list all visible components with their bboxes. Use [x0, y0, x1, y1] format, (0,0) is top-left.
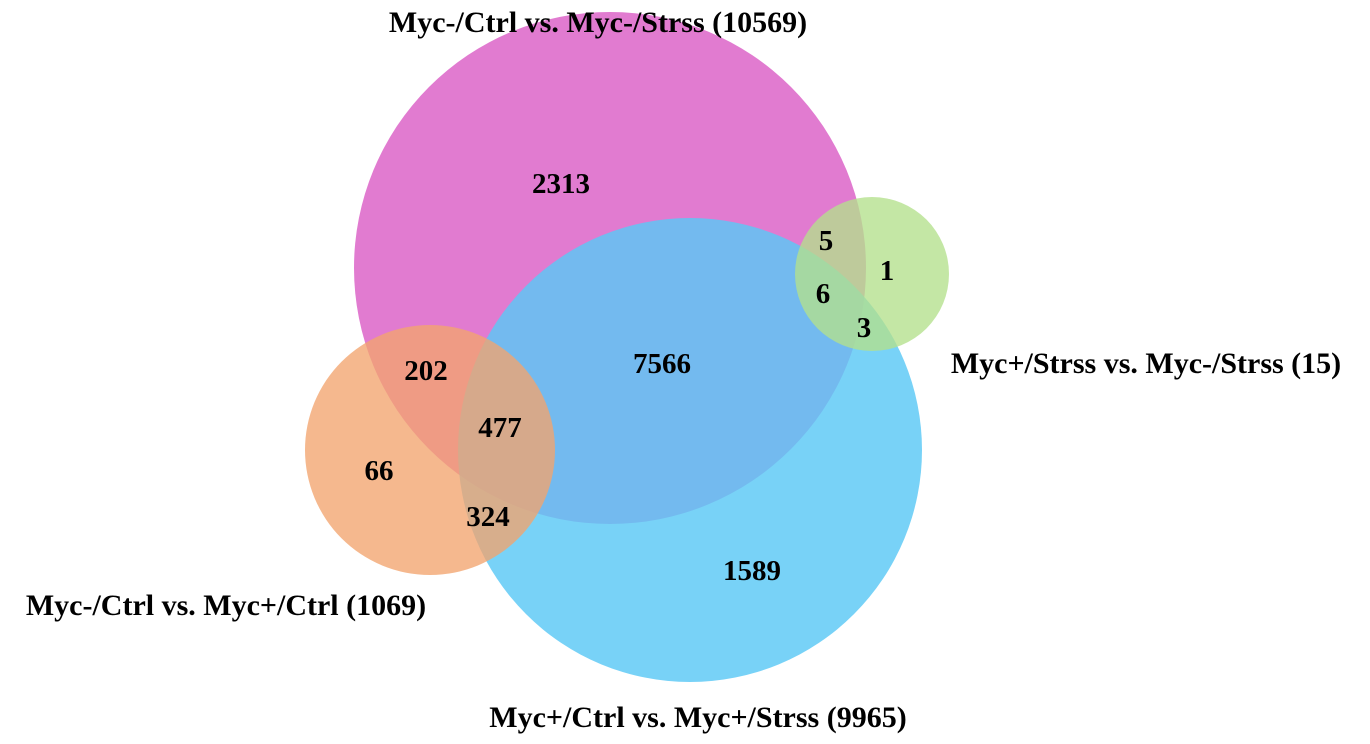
region-c-only-count: 66	[365, 455, 394, 487]
region-b-only-count: 1589	[723, 555, 781, 587]
region-b-c-count: 324	[466, 501, 510, 533]
region-d-only-count: 1	[880, 255, 895, 287]
region-a-c-count: 202	[404, 355, 448, 387]
set-c-label: Myc-/Ctrl vs. Myc+/Ctrl (1069)	[26, 589, 426, 622]
set-b-circle	[458, 218, 922, 682]
region-a-only-count: 2313	[532, 168, 590, 200]
set-a-label: Myc-/Ctrl vs. Myc-/Strss (10569)	[389, 6, 807, 39]
set-b-label: Myc+/Ctrl vs. Myc+/Strss (9965)	[489, 701, 906, 734]
region-b-d-count: 3	[857, 312, 872, 344]
set-c-circle	[305, 325, 555, 575]
set-d-label: Myc+/Strss vs. Myc-/Strss (15)	[951, 347, 1341, 380]
region-a-b-c-count: 477	[478, 412, 522, 444]
region-a-b-d-count: 6	[816, 278, 831, 310]
set-d-circle	[795, 197, 949, 351]
region-a-d-count: 5	[819, 225, 834, 257]
region-a-b-count: 7566	[633, 348, 691, 380]
